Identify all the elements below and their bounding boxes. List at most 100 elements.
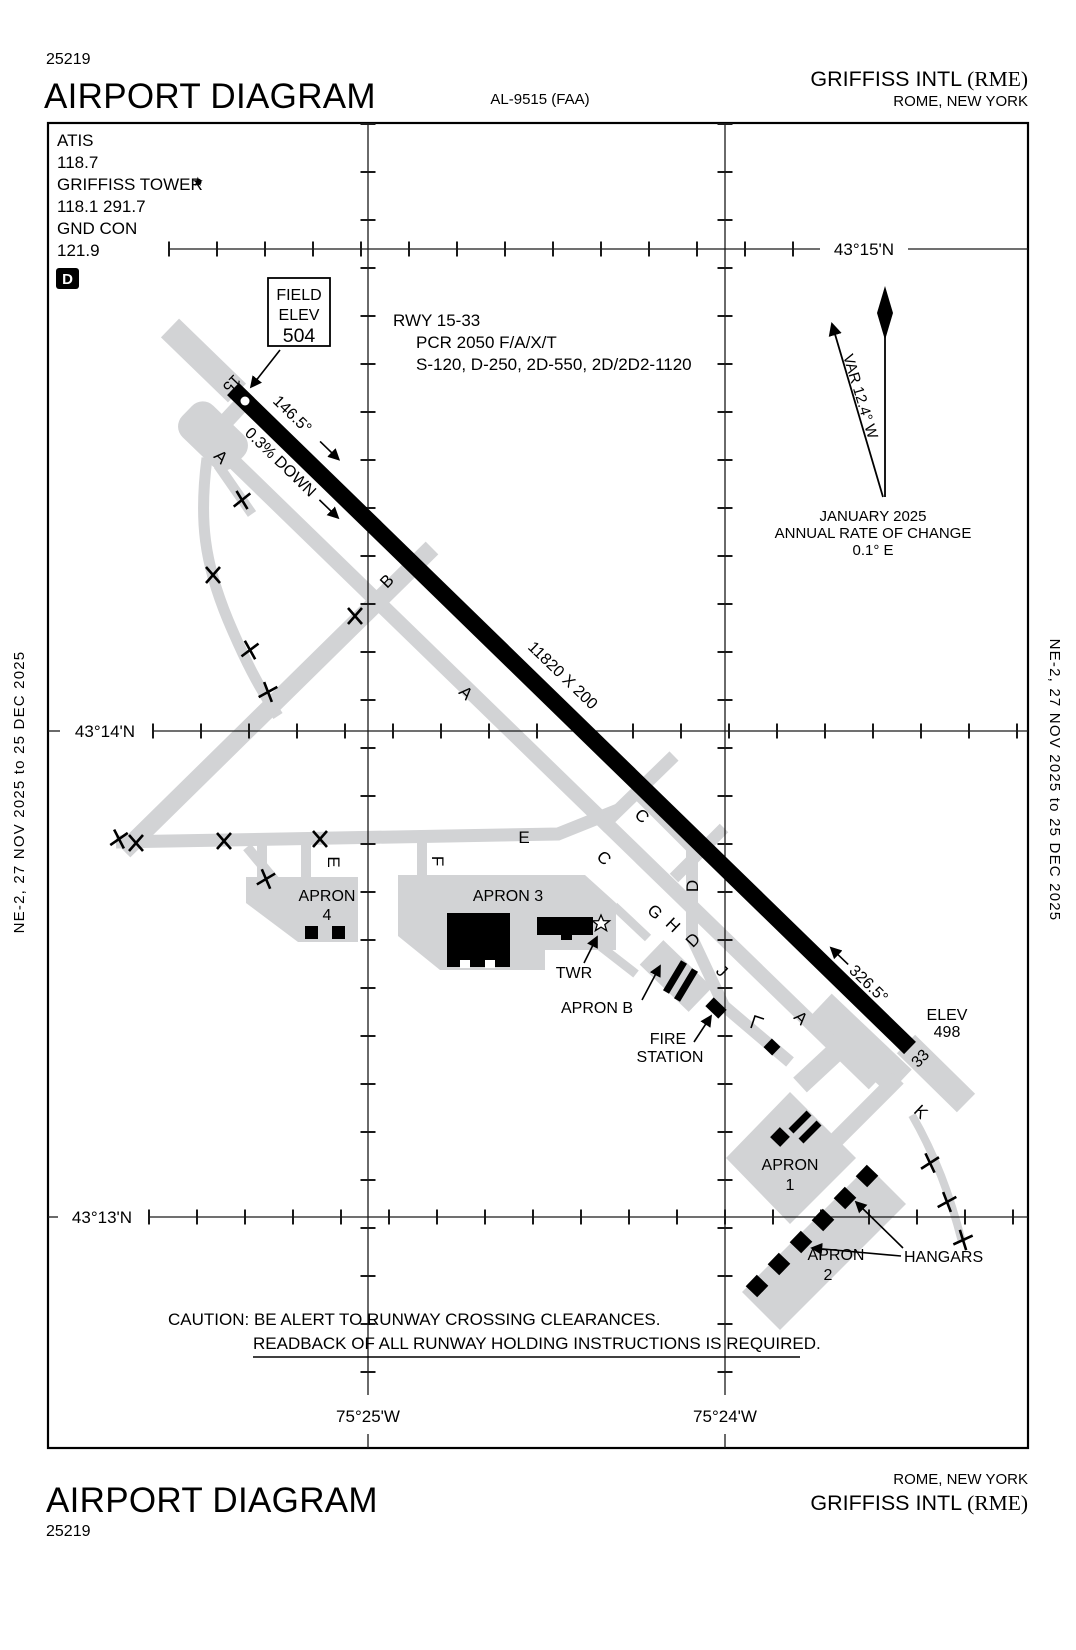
apron1-bar-2 — [798, 1120, 822, 1144]
building-notch-1 — [460, 960, 470, 968]
lat-label-43-13: 43°13'N — [72, 1208, 132, 1227]
slope-arrow — [318, 499, 340, 520]
apron4-building-2 — [332, 926, 345, 939]
apron1-label-line2: 1 — [786, 1177, 795, 1194]
coordinate-grid — [48, 123, 1028, 1448]
taxiway-label-g: G — [643, 901, 666, 924]
apron4-building-1 — [305, 926, 318, 939]
caution-note: CAUTION: BE ALERT TO RUNWAY CROSSING CLE… — [168, 1310, 821, 1358]
buildings — [305, 913, 879, 1298]
page-title-top: AIRPORT DIAGRAM — [44, 77, 376, 116]
fire-station-arrow — [693, 1014, 712, 1043]
tower-label: TWR — [556, 965, 592, 982]
taxiway-g-stub — [610, 902, 652, 942]
closed-loop-taxiway — [197, 457, 283, 720]
lon-label-75-25: 75°25'W — [336, 1407, 400, 1426]
chart-id: AL-9515 (FAA) — [490, 91, 589, 108]
taxiway-label-f: F — [428, 856, 447, 866]
hangars-arrow-2 — [810, 1242, 902, 1257]
hangar-building-1 — [745, 1274, 769, 1298]
magnetic-variation: VAR 12.4° W — [839, 352, 881, 441]
apron2-label-line2: 2 — [824, 1267, 833, 1284]
edition-number-bottom: 25219 — [46, 1523, 91, 1540]
taxiway-label-e1: E — [324, 856, 343, 867]
field-elev-arrow — [249, 349, 281, 389]
taxiway-label-d1: D — [683, 880, 702, 892]
magnetic-north-arrow-icon — [828, 322, 884, 498]
atis-frequency: 118.7 — [57, 153, 98, 172]
caution-line2: READBACK OF ALL RUNWAY HOLDING INSTRUCTI… — [253, 1334, 821, 1353]
tower-arrow — [583, 935, 598, 964]
airport-name-bottom: GRIFFISS INTL(RME) — [810, 1491, 1028, 1515]
left-margin-cycle-text: NE-2, 27 NOV 2025 to 25 DEC 2025 — [11, 651, 28, 934]
apron-4-pavement — [246, 877, 358, 942]
apron3-building-large — [447, 913, 510, 967]
hangars-arrow-1 — [854, 1200, 904, 1249]
rate-of-change-label: ANNUAL RATE OF CHANGE — [775, 525, 972, 542]
field-elev-value: 504 — [283, 325, 316, 347]
elev-33-value: 498 — [934, 1024, 961, 1041]
hangar-building-3 — [789, 1230, 813, 1254]
field-elev-line2: ELEV — [279, 307, 320, 324]
runway-15-threshold-dot — [240, 396, 250, 406]
taxiway-33-connector — [808, 993, 912, 1095]
airport-name-bottom-text: GRIFFISS INTL — [810, 1491, 962, 1515]
hangar-building-2 — [767, 1252, 791, 1276]
apron1-label-line1: APRON — [762, 1157, 819, 1174]
ground-frequency: 121.9 — [57, 241, 100, 260]
pavement-hook-mark — [750, 1014, 765, 1029]
apron-b-bar-1 — [662, 960, 688, 994]
airport-code-bottom-text: (RME) — [967, 1491, 1028, 1515]
taxiway-label-e2: E — [518, 828, 529, 847]
edition-number-top: 25219 — [46, 51, 91, 68]
runway-info-block: RWY 15-33 PCR 2050 F/A/X/T S-120, D-250,… — [393, 311, 692, 374]
hangar-building-5 — [833, 1186, 857, 1210]
apron-1-pavement — [726, 1092, 856, 1224]
apron-b-bar-2 — [673, 968, 699, 1002]
airport-city-top: ROME, NEW YORK — [893, 93, 1028, 110]
field-elevation-callout: FIELD ELEV 504 — [249, 277, 331, 389]
airport-code-text: (RME) — [967, 67, 1028, 91]
small-building — [763, 1038, 781, 1056]
callout-arrows — [583, 935, 904, 1257]
apron-1-connector — [793, 1038, 849, 1093]
closed-runway — [117, 541, 439, 858]
atis-label: ATIS — [57, 131, 94, 150]
apron1-hangar — [770, 1127, 790, 1147]
hot-spot-letter: D — [62, 271, 73, 288]
tower-name: GRIFFISS TOWER — [57, 175, 203, 194]
variation-date: JANUARY 2025 — [819, 508, 926, 525]
caution-line1: CAUTION: BE ALERT TO RUNWAY CROSSING CLE… — [168, 1310, 661, 1329]
hangar-building-4 — [811, 1208, 835, 1232]
page-title-bottom: AIRPORT DIAGRAM — [46, 1481, 378, 1520]
rate-of-change-value: 0.1° E — [852, 542, 893, 559]
runway-info-line3: S-120, D-250, 2D-550, 2D/2D2-1120 — [416, 355, 692, 374]
lat-label-43-15: 43°15'N — [834, 240, 894, 259]
ground-label: GND CON — [57, 219, 137, 238]
taxiway-h-stub — [597, 942, 639, 978]
lat-label-43-14: 43°14'N — [75, 722, 135, 741]
apron4-label-line2: 4 — [323, 907, 332, 924]
fire-station-label-line1: FIRE — [650, 1031, 686, 1048]
taxiway-pavement — [115, 318, 976, 1330]
elev-33-label: ELEV — [927, 1007, 968, 1024]
overrun-rwy15 — [160, 318, 247, 403]
apron1-bar-1 — [788, 1110, 812, 1134]
fire-station-label-line2: STATION — [637, 1049, 704, 1066]
tower-star-icon: ★ — [192, 174, 204, 189]
building-notch-2 — [485, 960, 495, 968]
runway-surface — [227, 382, 916, 1055]
taxiway-label-h: H — [662, 914, 684, 936]
frequency-block: ATIS 118.7 GRIFFISS TOWER ★ 118.1 291.7 … — [56, 131, 204, 289]
hangars-label: HANGARS — [904, 1249, 983, 1266]
heading-15-arrow — [319, 440, 341, 461]
hot-spot-box — [56, 268, 79, 289]
runway-info-line2: PCR 2050 F/A/X/T — [416, 333, 557, 352]
closed-path-east — [908, 1113, 966, 1243]
runup-pad-15 — [178, 401, 248, 471]
taxiway-label-c2: C — [593, 847, 615, 869]
closed-taxiway-x-marks — [109, 490, 974, 1251]
airport-name-text: GRIFFISS INTL — [810, 67, 962, 91]
